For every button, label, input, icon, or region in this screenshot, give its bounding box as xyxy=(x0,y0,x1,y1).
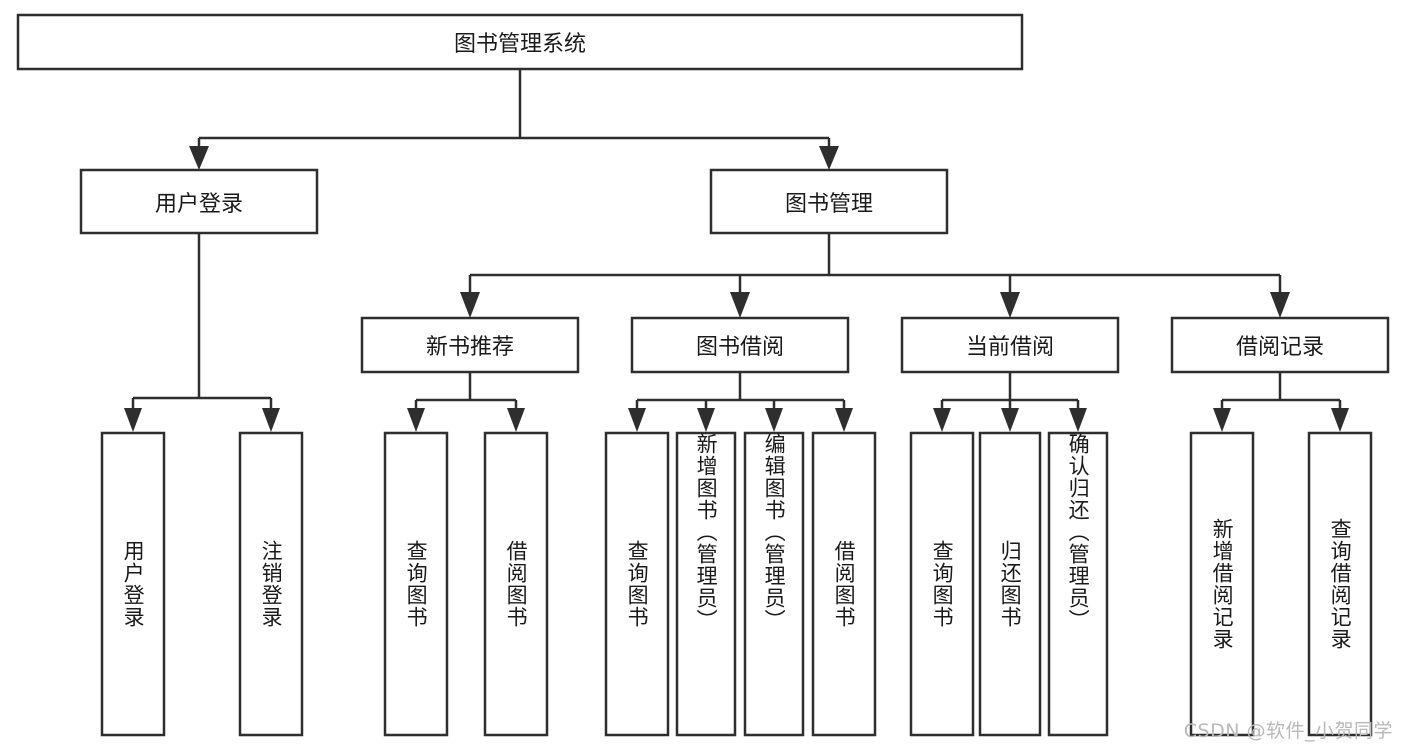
node-leaf-edit-book-box[interactable] xyxy=(743,431,805,737)
arrow-head-leaf-borrow-book-2 xyxy=(835,408,853,432)
arrow-head-leaf-query-book-1 xyxy=(407,408,425,432)
arrow-head-leaf-query-book-2 xyxy=(628,408,646,432)
node-leaf-add-record-box[interactable] xyxy=(1189,431,1255,737)
node-leaf-query-book-3-box[interactable] xyxy=(909,431,975,737)
node-borrow-record-box[interactable] xyxy=(1170,316,1390,374)
arrow-head-leaf-edit-book xyxy=(765,408,783,432)
node-leaf-borrow-book-1-box[interactable] xyxy=(483,431,549,737)
node-leaf-query-book-2-box[interactable] xyxy=(604,431,670,737)
arrow-head-leaf-add-record xyxy=(1213,408,1231,432)
node-root-box[interactable] xyxy=(16,13,1024,71)
node-leaf-return-book-box[interactable] xyxy=(978,431,1042,737)
csdn-watermark: CSDN @软件_小贺同学 xyxy=(1183,720,1393,742)
node-leaf-borrow-book-2-box[interactable] xyxy=(811,431,877,737)
arrow-head-book-manage xyxy=(819,146,839,170)
node-leaf-add-book-box[interactable] xyxy=(675,431,737,737)
arrow-head-leaf-borrow-book-1 xyxy=(507,408,525,432)
node-leaf-query-book-1-box[interactable] xyxy=(383,431,449,737)
arrow-head-leaf-query-book-3 xyxy=(933,408,951,432)
node-new-book-rec-box[interactable] xyxy=(360,316,580,374)
node-current-borrow-box[interactable] xyxy=(900,316,1120,374)
node-user-login-box[interactable] xyxy=(79,168,319,235)
arrow-head-leaf-add-book xyxy=(697,408,715,432)
arrow-head-leaf-logout xyxy=(262,408,280,432)
arrow-head-user-login xyxy=(189,146,209,170)
arrow-head-book-borrow xyxy=(730,292,750,318)
arrow-head-leaf-query-record xyxy=(1331,408,1349,432)
arrow-head-borrow-record xyxy=(1270,292,1290,318)
arrow-head-current-borrow xyxy=(1000,292,1020,318)
node-leaf-confirm-return-box[interactable] xyxy=(1047,431,1109,737)
arrow-head-leaf-user-login xyxy=(124,408,142,432)
arrow-head-leaf-confirm-return xyxy=(1069,408,1087,432)
arrow-head-new-book-rec xyxy=(460,292,480,318)
node-leaf-logout-box[interactable] xyxy=(238,431,304,737)
node-book-manage-box[interactable] xyxy=(709,168,949,235)
arrow-head-leaf-return-book xyxy=(1001,408,1019,432)
node-leaf-query-record-box[interactable] xyxy=(1307,431,1373,737)
node-leaf-user-login-box[interactable] xyxy=(100,431,166,737)
node-book-borrow-box[interactable] xyxy=(630,316,850,374)
